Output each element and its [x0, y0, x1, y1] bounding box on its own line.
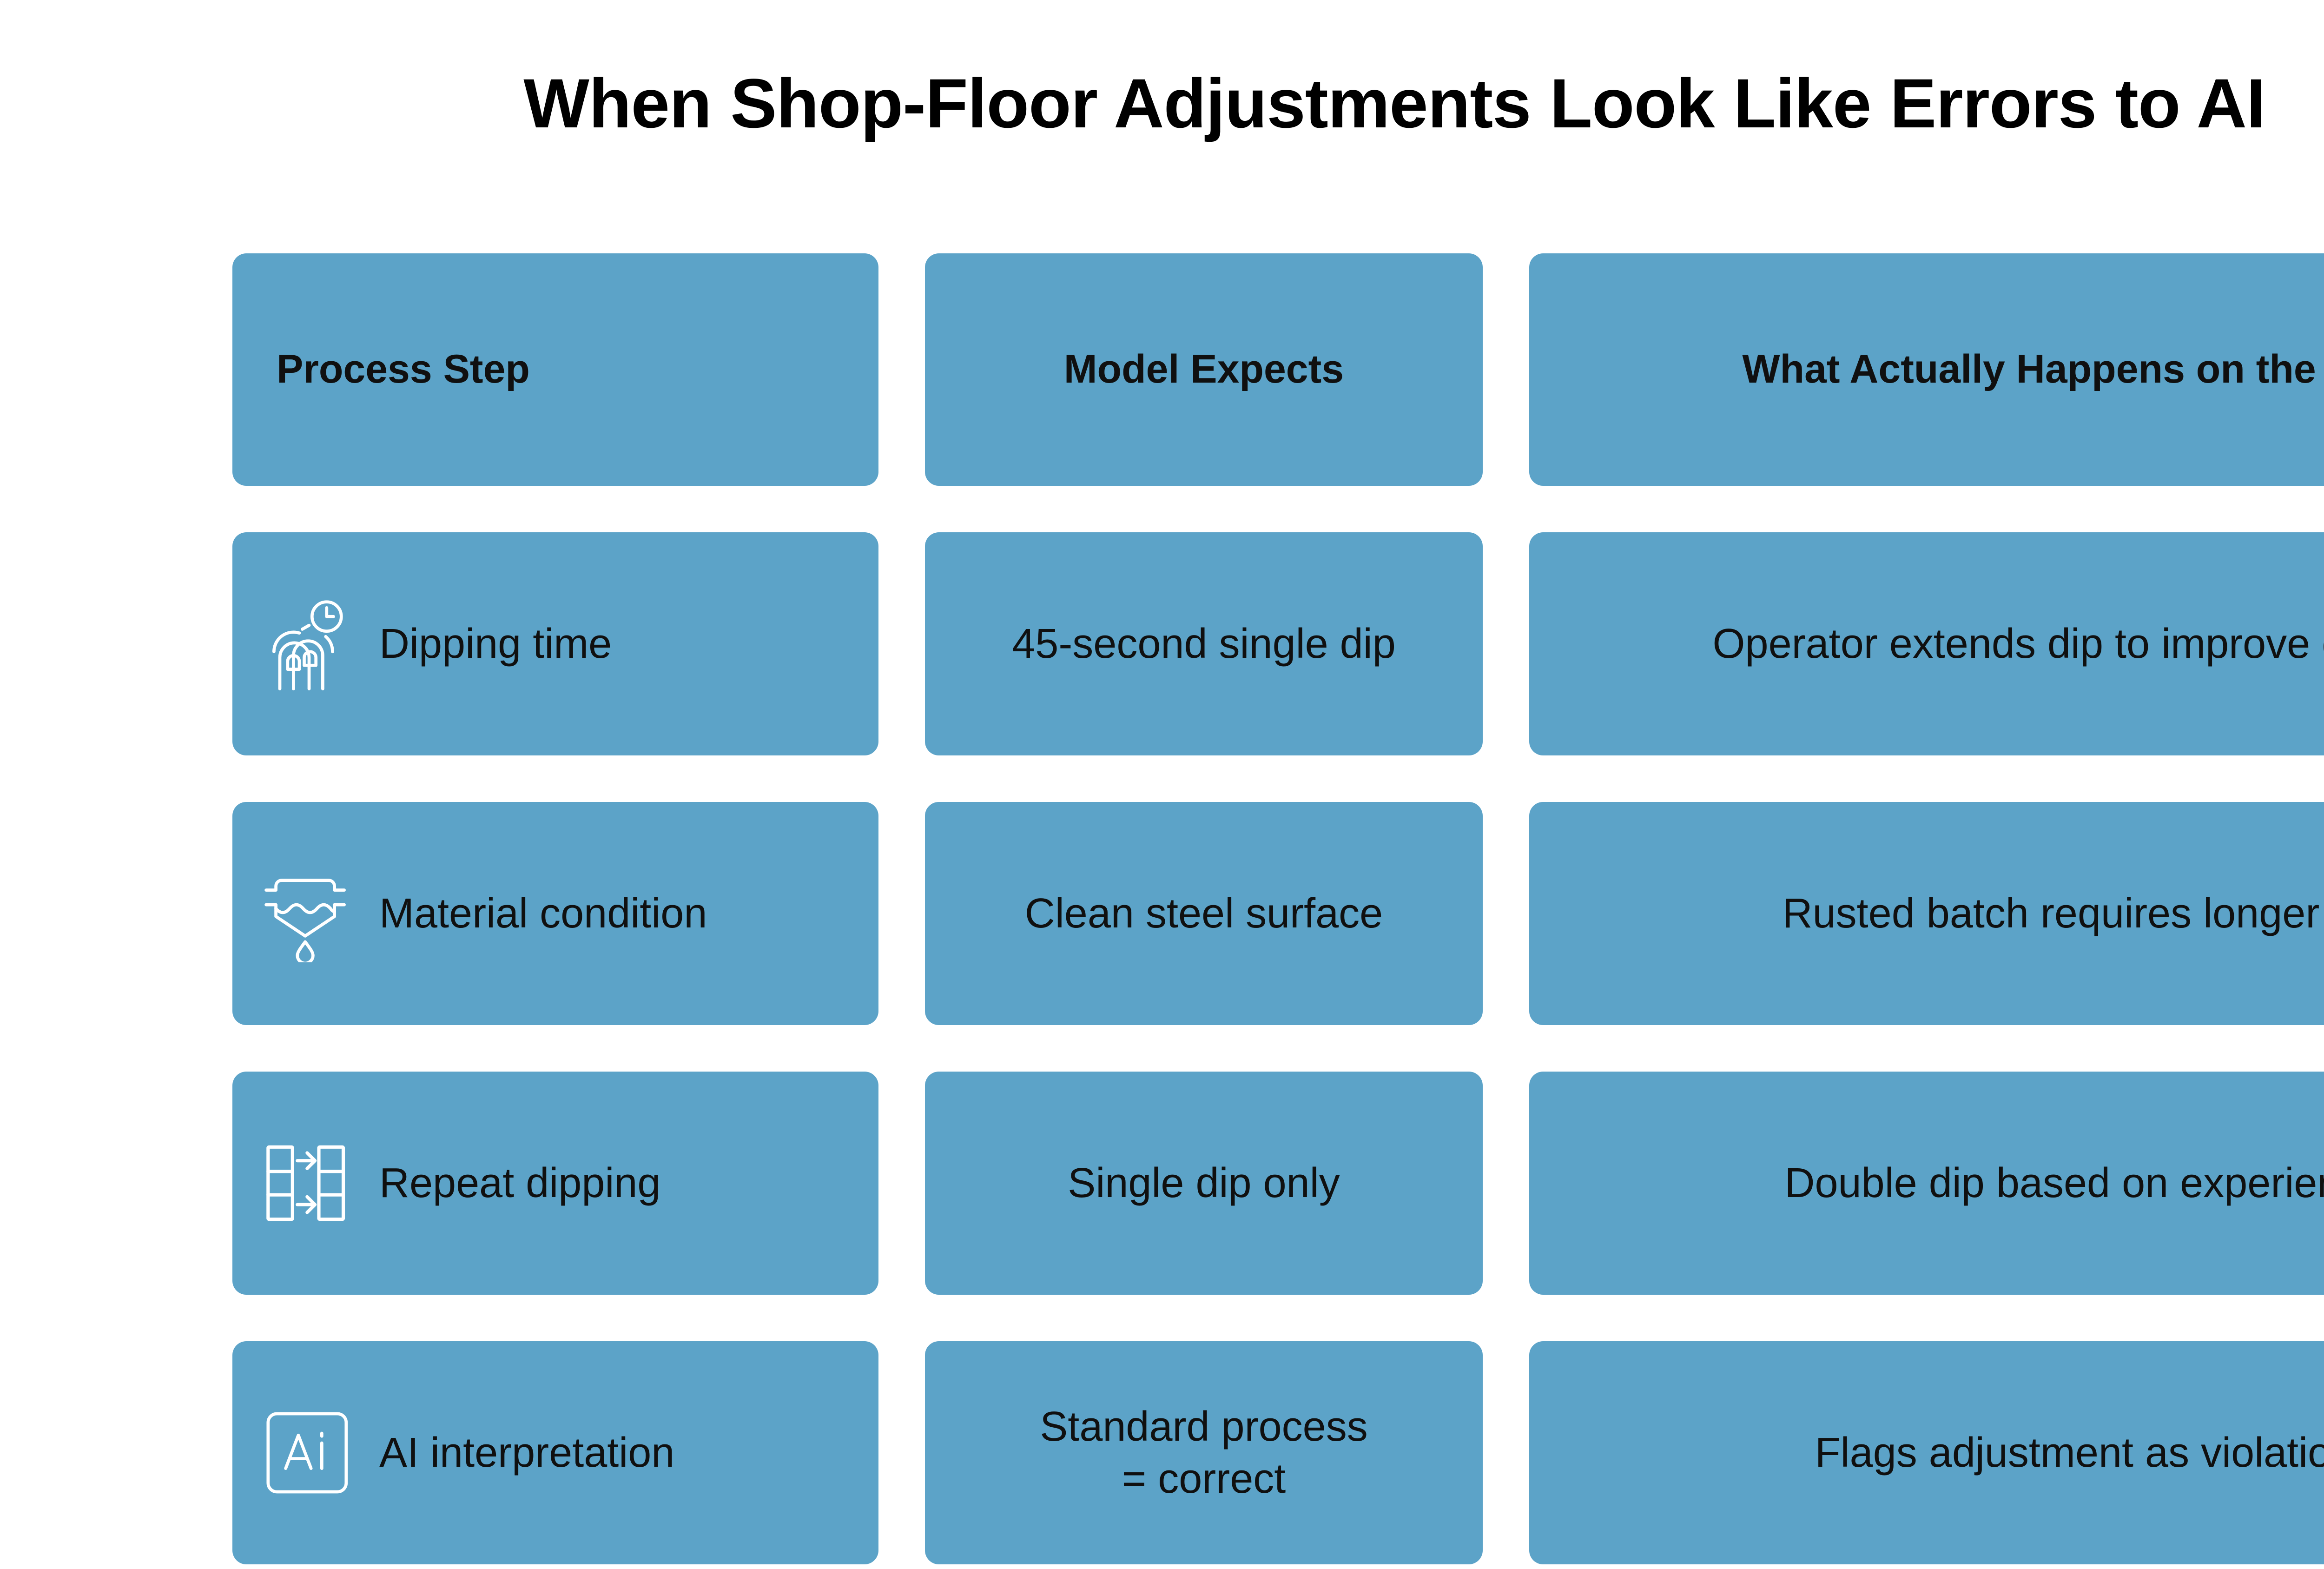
model-expects-cell: 45-second single dip — [925, 532, 1483, 755]
table-row: Repeat dipping — [232, 1072, 878, 1295]
coating-vessel-droplet-icon — [260, 865, 358, 962]
floor-reality-cell: Flags adjustment as violation — [1529, 1341, 2324, 1564]
column-header-process-step: Process Step — [232, 253, 878, 486]
repeat-transfer-arrows-icon — [260, 1134, 358, 1232]
step-label: Dipping time — [379, 620, 612, 667]
floor-reality-cell: Operator extends dip to improve coating — [1529, 532, 2324, 755]
step-label: AI interpretation — [379, 1429, 675, 1476]
model-expects-cell: Standard process = correct — [925, 1341, 1483, 1564]
floor-reality-cell: Rusted batch requires longer dip — [1529, 802, 2324, 1025]
floor-reality-cell: Double dip based on experience — [1529, 1072, 2324, 1295]
model-expects-cell: Clean steel surface — [925, 802, 1483, 1025]
ai-monogram-icon — [260, 1404, 358, 1502]
page-title: When Shop-Floor Adjustments Look Like Er… — [523, 64, 2265, 142]
step-label: Material condition — [379, 890, 707, 937]
table-row: AI interpretation — [232, 1341, 878, 1564]
column-header-floor-reality: What Actually Happens on the Floor — [1529, 253, 2324, 486]
model-expects-cell: Single dip only — [925, 1072, 1483, 1295]
table-row: Dipping time — [232, 532, 878, 755]
comparison-table: Process Step Model Expects What Actually… — [232, 253, 2324, 1564]
table-row: Material condition — [232, 802, 878, 1025]
column-header-model-expects: Model Expects — [925, 253, 1483, 486]
dipping-tank-clock-icon — [260, 595, 358, 693]
step-label: Repeat dipping — [379, 1159, 661, 1206]
